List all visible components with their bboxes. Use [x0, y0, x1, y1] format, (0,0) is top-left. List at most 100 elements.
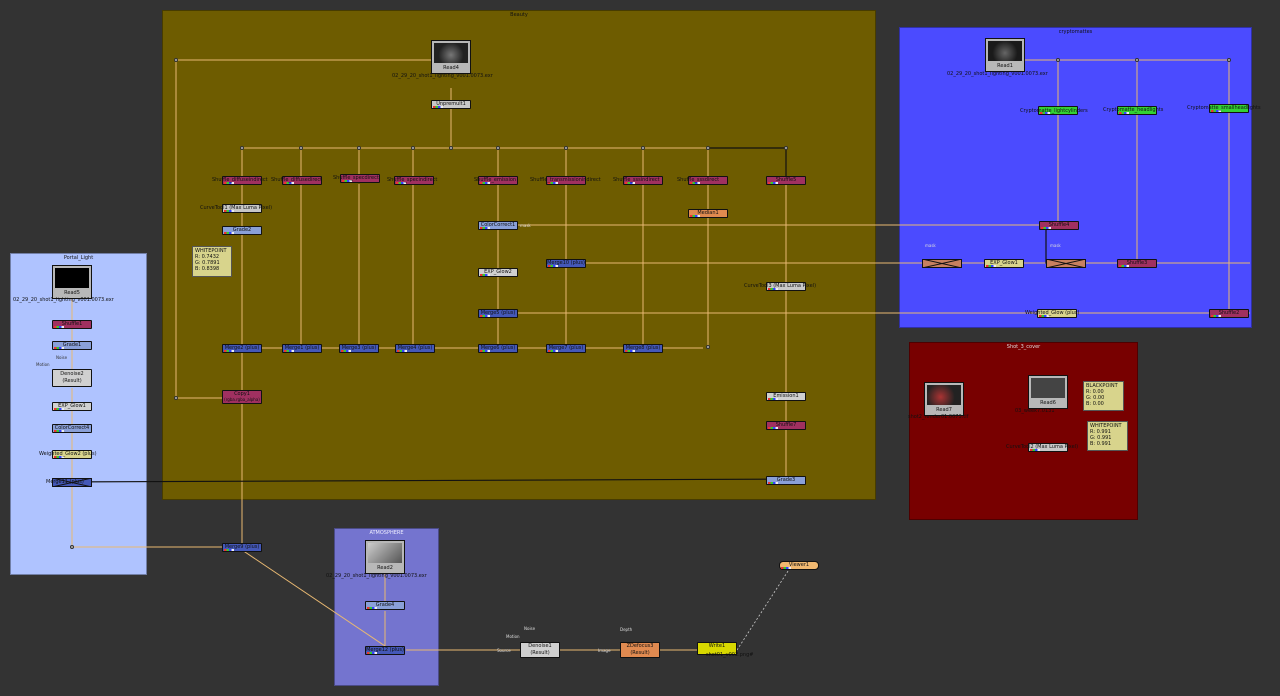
merge7-node[interactable]: Merge7 (plus) [546, 344, 586, 353]
shuffle-diffusedirect-node[interactable] [282, 176, 322, 185]
exp-glow2-node[interactable]: EXP_Glow2 [478, 268, 518, 277]
shuffle7-node[interactable]: Shuffle7 [766, 421, 806, 430]
merge3-node[interactable]: Merge3 (plus) [339, 344, 379, 353]
disabled-merge-node-2[interactable] [1046, 259, 1086, 268]
node-label: Cryptomatte_smallheadlights [1187, 105, 1261, 111]
colorcorrect4-node[interactable]: ColorCorrect4 [52, 424, 92, 433]
zdefocus3-node[interactable]: ZDefocus3 (Result) [620, 642, 660, 658]
channel-indicator [768, 398, 778, 400]
shuffle2-node[interactable]: Shuffle2 [1209, 309, 1249, 318]
grade4-node[interactable]: Grade4 [365, 601, 405, 610]
shuffle-specindirect-node[interactable] [394, 176, 434, 185]
read7-node[interactable]: Read7 [924, 382, 964, 416]
exp-glow1-portal-node[interactable]: EXP_Glow1 [52, 402, 92, 411]
merge4-node[interactable]: Merge4 (plus) [395, 344, 435, 353]
channel-indicator [690, 182, 700, 184]
merge1-node[interactable]: Merge1 (plus) [282, 344, 322, 353]
dot[interactable] [1135, 58, 1139, 62]
unpremult1-node[interactable]: Unpremult1 [431, 100, 471, 109]
emission1-node[interactable]: Emission1 [766, 392, 806, 401]
channel-indicator [367, 652, 377, 654]
channel-indicator [548, 182, 558, 184]
weighted-glow2-node[interactable] [52, 450, 92, 459]
shuffle-sssdirect-node[interactable] [688, 176, 728, 185]
shuffle-transmissionindirect-node[interactable] [546, 176, 586, 185]
curvetool2-node[interactable] [1028, 443, 1068, 452]
read2-thumbnail [368, 543, 402, 563]
merge2-node[interactable]: Merge2 (plus) [222, 344, 262, 353]
channel-indicator [342, 180, 352, 182]
shuffle3-node[interactable]: Shuffle3 [1117, 259, 1157, 268]
cryptomatte-lightcylinders-node[interactable] [1038, 106, 1078, 115]
grade3-node[interactable]: Grade3 [766, 476, 806, 485]
colorcorrect1-node[interactable]: ColorCorrect1 [478, 221, 518, 230]
dot[interactable] [641, 146, 645, 150]
dot[interactable] [706, 345, 710, 349]
dot[interactable] [174, 396, 178, 400]
node-label: CurveTool2 (Max Luma Pixel) [1006, 444, 1079, 450]
merge6-node[interactable]: Merge6 (plus) [478, 344, 518, 353]
shuffle-emission-node[interactable] [478, 176, 518, 185]
merge9-node[interactable]: Merge9 (plus) [222, 543, 262, 552]
read6-node[interactable]: Read6 [1028, 375, 1068, 409]
dot[interactable] [240, 146, 244, 150]
node-sublabel: (Result) [630, 650, 650, 656]
dot[interactable] [70, 545, 74, 549]
read4-thumbnail [434, 43, 468, 63]
channel-indicator [433, 106, 443, 108]
curvetool1-node[interactable] [222, 204, 262, 213]
shuffle5-node[interactable]: Shuffle5 [766, 176, 806, 185]
channel-indicator [224, 182, 234, 184]
denoise2-node[interactable]: Denoise2 (Result) [52, 369, 92, 387]
copy1-node[interactable]: Copy1 (rgba.rgba_alpha) [222, 390, 262, 404]
merge10-node[interactable]: Merge10 (plus) [546, 259, 586, 268]
merge8-node[interactable]: Merge8 (plus) [623, 344, 663, 353]
read5-node[interactable]: Read5 [52, 265, 92, 299]
dot[interactable] [706, 146, 710, 150]
node-label: Read6 [1040, 400, 1056, 406]
channel-indicator [224, 232, 234, 234]
disabled-merge-node-1[interactable] [922, 259, 962, 268]
read2-node[interactable]: Read2 [365, 540, 405, 574]
channel-indicator [1041, 227, 1051, 229]
write1-node[interactable]: Write1 [697, 642, 737, 655]
weighted-glow-node[interactable] [1037, 309, 1077, 318]
shuffle-specdirect-node[interactable] [340, 174, 380, 183]
node-label: Cryptomatte_headlights [1103, 107, 1164, 113]
dot[interactable] [1056, 58, 1060, 62]
read4-node[interactable]: Read4 [431, 40, 471, 74]
exp-glow1-node[interactable]: EXP_Glow1 [984, 259, 1024, 268]
curvetool3-node[interactable] [766, 282, 806, 291]
merge11-node[interactable] [52, 478, 92, 487]
merge5-node[interactable]: Merge5 (plus) [478, 309, 518, 318]
cryptomatte-headlights-node[interactable] [1117, 106, 1157, 115]
dot[interactable] [564, 146, 568, 150]
channel-indicator [1119, 265, 1129, 267]
node-sublabel: (rgba.rgba_alpha) [224, 397, 260, 402]
read1-node[interactable]: Read1 [985, 38, 1025, 72]
shuffle-diffuseindirect-node[interactable] [222, 176, 262, 185]
dot[interactable] [1227, 58, 1231, 62]
median1-node[interactable]: Median1 [688, 209, 728, 218]
dot[interactable] [411, 146, 415, 150]
denoise1-node[interactable]: Denoise1 (Result) [520, 642, 560, 658]
shuffle4-node[interactable]: Shuffle4 [1039, 221, 1079, 230]
dot[interactable] [449, 146, 453, 150]
shuffle-sssindirect-node[interactable] [623, 176, 663, 185]
grade1-node[interactable]: Grade1 [52, 341, 92, 350]
input-label-noise: Noise [524, 626, 536, 631]
channel-indicator [367, 607, 377, 609]
dot[interactable] [299, 146, 303, 150]
grade2-node[interactable]: Grade2 [222, 226, 262, 235]
viewer1-node[interactable]: Viewer1 [779, 561, 819, 570]
dot[interactable] [357, 146, 361, 150]
node-label: Shuffle_sssdirect [677, 177, 720, 183]
cryptomatte-smallheadlights-node[interactable] [1209, 104, 1249, 113]
shuffle1-node[interactable]: Shuffle1 [52, 320, 92, 329]
merge12-node[interactable]: Merge12 (plus) [365, 646, 405, 655]
dot[interactable] [496, 146, 500, 150]
dot[interactable] [174, 58, 178, 62]
dot[interactable] [784, 146, 788, 150]
channel-indicator [1211, 110, 1221, 112]
